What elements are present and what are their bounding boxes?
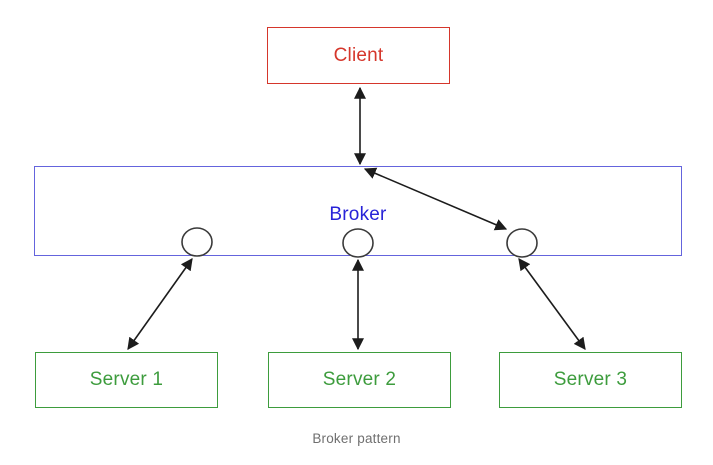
edge-port3-server3	[518, 258, 586, 350]
node-broker-label: Broker	[329, 204, 387, 225]
edge-port1-server1	[127, 258, 193, 350]
diagram-caption: Broker pattern	[312, 431, 401, 446]
node-server-2: Server 2	[268, 352, 451, 408]
node-client: Client	[267, 27, 450, 84]
node-server-1-label: Server 1	[89, 369, 164, 390]
node-server-3-label: Server 3	[553, 369, 628, 390]
node-broker: Broker	[34, 166, 682, 256]
node-client-label: Client	[333, 44, 384, 66]
node-server-3: Server 3	[499, 352, 682, 408]
node-server-2-label: Server 2	[322, 369, 397, 390]
node-server-1: Server 1	[35, 352, 218, 408]
